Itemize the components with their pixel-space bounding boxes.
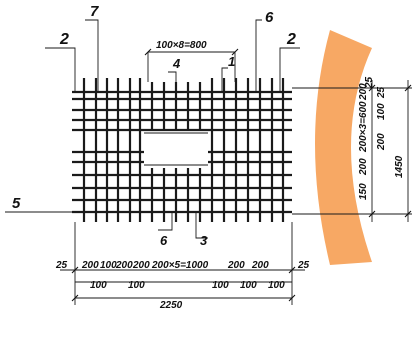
callout-5: 5 [12,195,21,212]
dim-label: 100 [212,280,229,291]
callout-1: 1 [228,54,235,69]
callout-2-left: 2 [59,31,69,48]
dim-label: 200 [81,260,99,271]
dim-label: 200 [376,133,387,151]
dim-label: 100 [268,280,285,291]
dim-label: 200×3=600 [358,101,369,153]
callout-3: 3 [200,233,208,248]
right-overall-label: 1450 [394,155,405,178]
dim-label: 25 [376,86,387,99]
leaders [5,19,300,239]
bottom-row1: 25 200 100 200 200 200×5=1000 200 200 25 [55,260,310,271]
opening [144,133,208,165]
dim-label: 200 [251,260,269,271]
bottom-dims [60,222,305,305]
callout-4: 4 [172,56,181,71]
opening-dim [144,48,239,82]
callout-6-bottom: 6 [160,233,168,248]
dim-label: 100 [240,280,257,291]
opening-dim-label: 100×8=800 [156,40,207,51]
bottom-overall-label: 2250 [159,300,183,311]
dim-label: 25 [364,76,375,89]
vertical-bars [82,78,285,222]
dim-label: 100 [128,280,145,291]
dim-label: 200 [132,260,150,271]
dim-label: 100 [376,103,387,120]
dim-label: 100 [100,260,117,271]
callout-7: 7 [90,3,99,20]
horizontal-bars [72,90,292,214]
dim-label: 25 [55,260,68,271]
bottom-row2: 100 100 100 100 100 [90,280,285,291]
dim-label: 150 [358,183,369,200]
highlight-band [315,30,372,265]
dim-label: 200×5=1000 [151,260,209,271]
dim-label: 200 [115,260,133,271]
callout-6-top: 6 [265,9,274,26]
dim-label: 200 [227,260,245,271]
dim-label: 200 [358,83,369,101]
dim-label: 25 [297,260,310,271]
callout-2-right: 2 [286,31,296,48]
dim-label: 100 [90,280,107,291]
right-dims [292,80,412,222]
dim-label: 200 [358,158,369,176]
right-labels: 25 200 200×3=600 200 150 100 200 25 [358,76,387,200]
